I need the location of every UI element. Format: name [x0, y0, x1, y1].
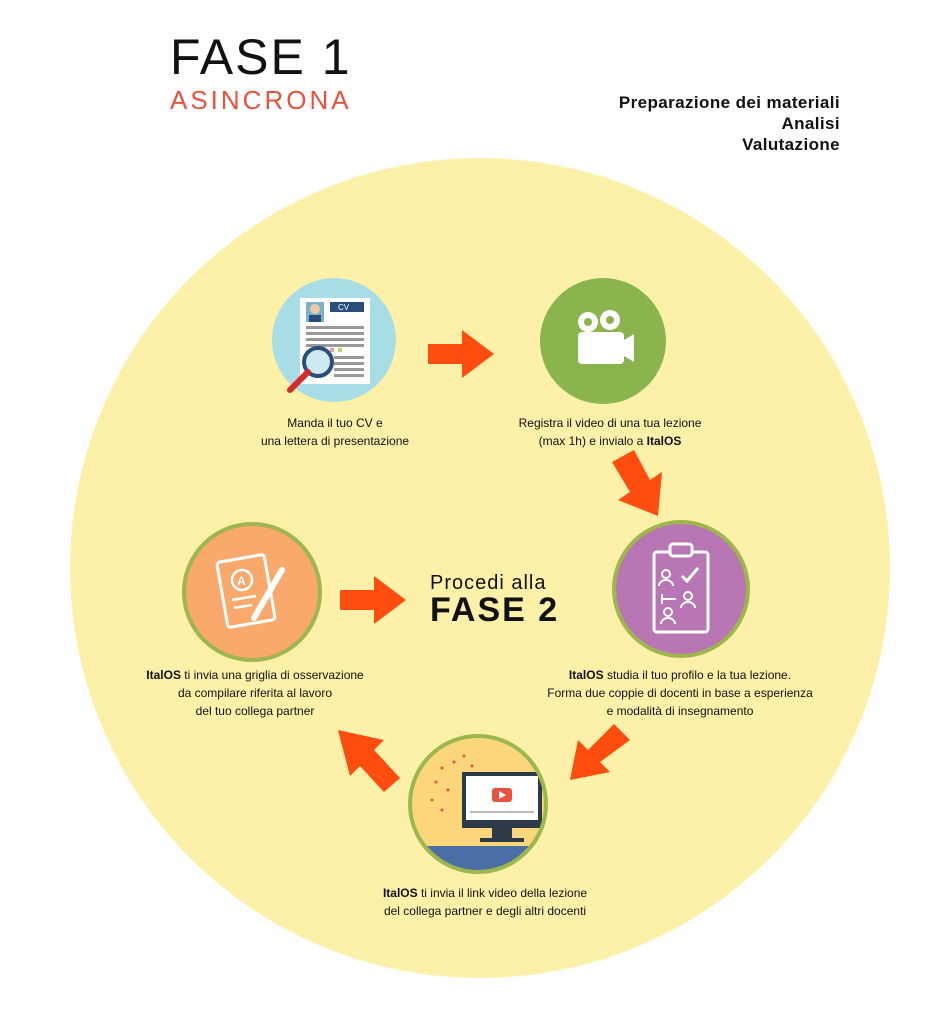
- step-video-line1: Registra il video di una tua lezione: [518, 416, 702, 430]
- phase-item: Analisi: [781, 114, 840, 133]
- arrow-right-icon: [340, 576, 406, 624]
- italos-name: ItalOS: [646, 434, 682, 448]
- step-profile-line1: studia il tuo profilo e la tua lezione.: [603, 668, 792, 682]
- video-camera-icon: [540, 278, 666, 404]
- italos-name: ItalOS: [146, 668, 181, 682]
- step-profile-line2: Forma due coppie di docenti in base a es…: [547, 686, 813, 700]
- cv-search-icon: CV: [272, 278, 396, 402]
- monitor-video-icon: [408, 734, 548, 874]
- step-grid-line1: ti invia una griglia di osservazione: [180, 668, 364, 682]
- next-phase-line1: Procedi alla: [430, 572, 547, 594]
- arrow-right-icon: [428, 330, 494, 378]
- next-phase-line2: FASE 2: [430, 591, 560, 629]
- svg-text:A: A: [237, 574, 246, 588]
- phase-item: Valutazione: [742, 135, 840, 154]
- arrow-down-right-icon: [612, 450, 662, 516]
- step-grid-line2: da compilare riferita al lavoro: [177, 686, 333, 700]
- step-profile-line3: e modalità di insegnamento: [606, 704, 754, 718]
- italos-name: ItalOS: [382, 886, 418, 900]
- arrow-down-left-icon: [570, 724, 630, 780]
- step-link-line1: ti invia il link video della lezione: [417, 886, 588, 900]
- next-phase-label: Procedi alla FASE 2: [430, 572, 559, 630]
- clipboard-pairing-icon: [612, 520, 750, 658]
- arrow-up-left-icon: [338, 730, 400, 792]
- step-cv-line1: Manda il tuo CV e: [287, 416, 383, 430]
- step-profile-text: ItalOS studia il tuo profilo e la tua le…: [530, 666, 830, 720]
- title-block: FASE 1 ASINCRONA: [170, 30, 352, 114]
- step-link-text: ItalOS ti invia il link video della lezi…: [340, 884, 630, 920]
- phase-list: Preparazione dei materiali Analisi Valut…: [619, 92, 840, 155]
- italos-name: ItalOS: [568, 668, 604, 682]
- page-title: FASE 1: [170, 29, 352, 85]
- step-cv-line2: una lettera di presentazione: [260, 434, 410, 448]
- step-video-line2: (max 1h) e invialo a: [538, 434, 647, 448]
- page-subtitle: ASINCRONA: [170, 85, 352, 115]
- step-link-line2: del collega partner e degli altri docent…: [383, 904, 587, 918]
- step-video-text: Registra il video di una tua lezione (ma…: [490, 414, 730, 450]
- phase-item: Preparazione dei materiali: [618, 93, 840, 112]
- svg-text:CV: CV: [338, 303, 350, 312]
- step-grid-text: ItalOS ti invia una griglia di osservazi…: [120, 666, 390, 720]
- graded-paper-icon: A: [182, 522, 322, 662]
- step-cv-text: Manda il tuo CV e una lettera di present…: [230, 414, 440, 450]
- step-grid-line3: del tuo collega partner: [195, 704, 315, 718]
